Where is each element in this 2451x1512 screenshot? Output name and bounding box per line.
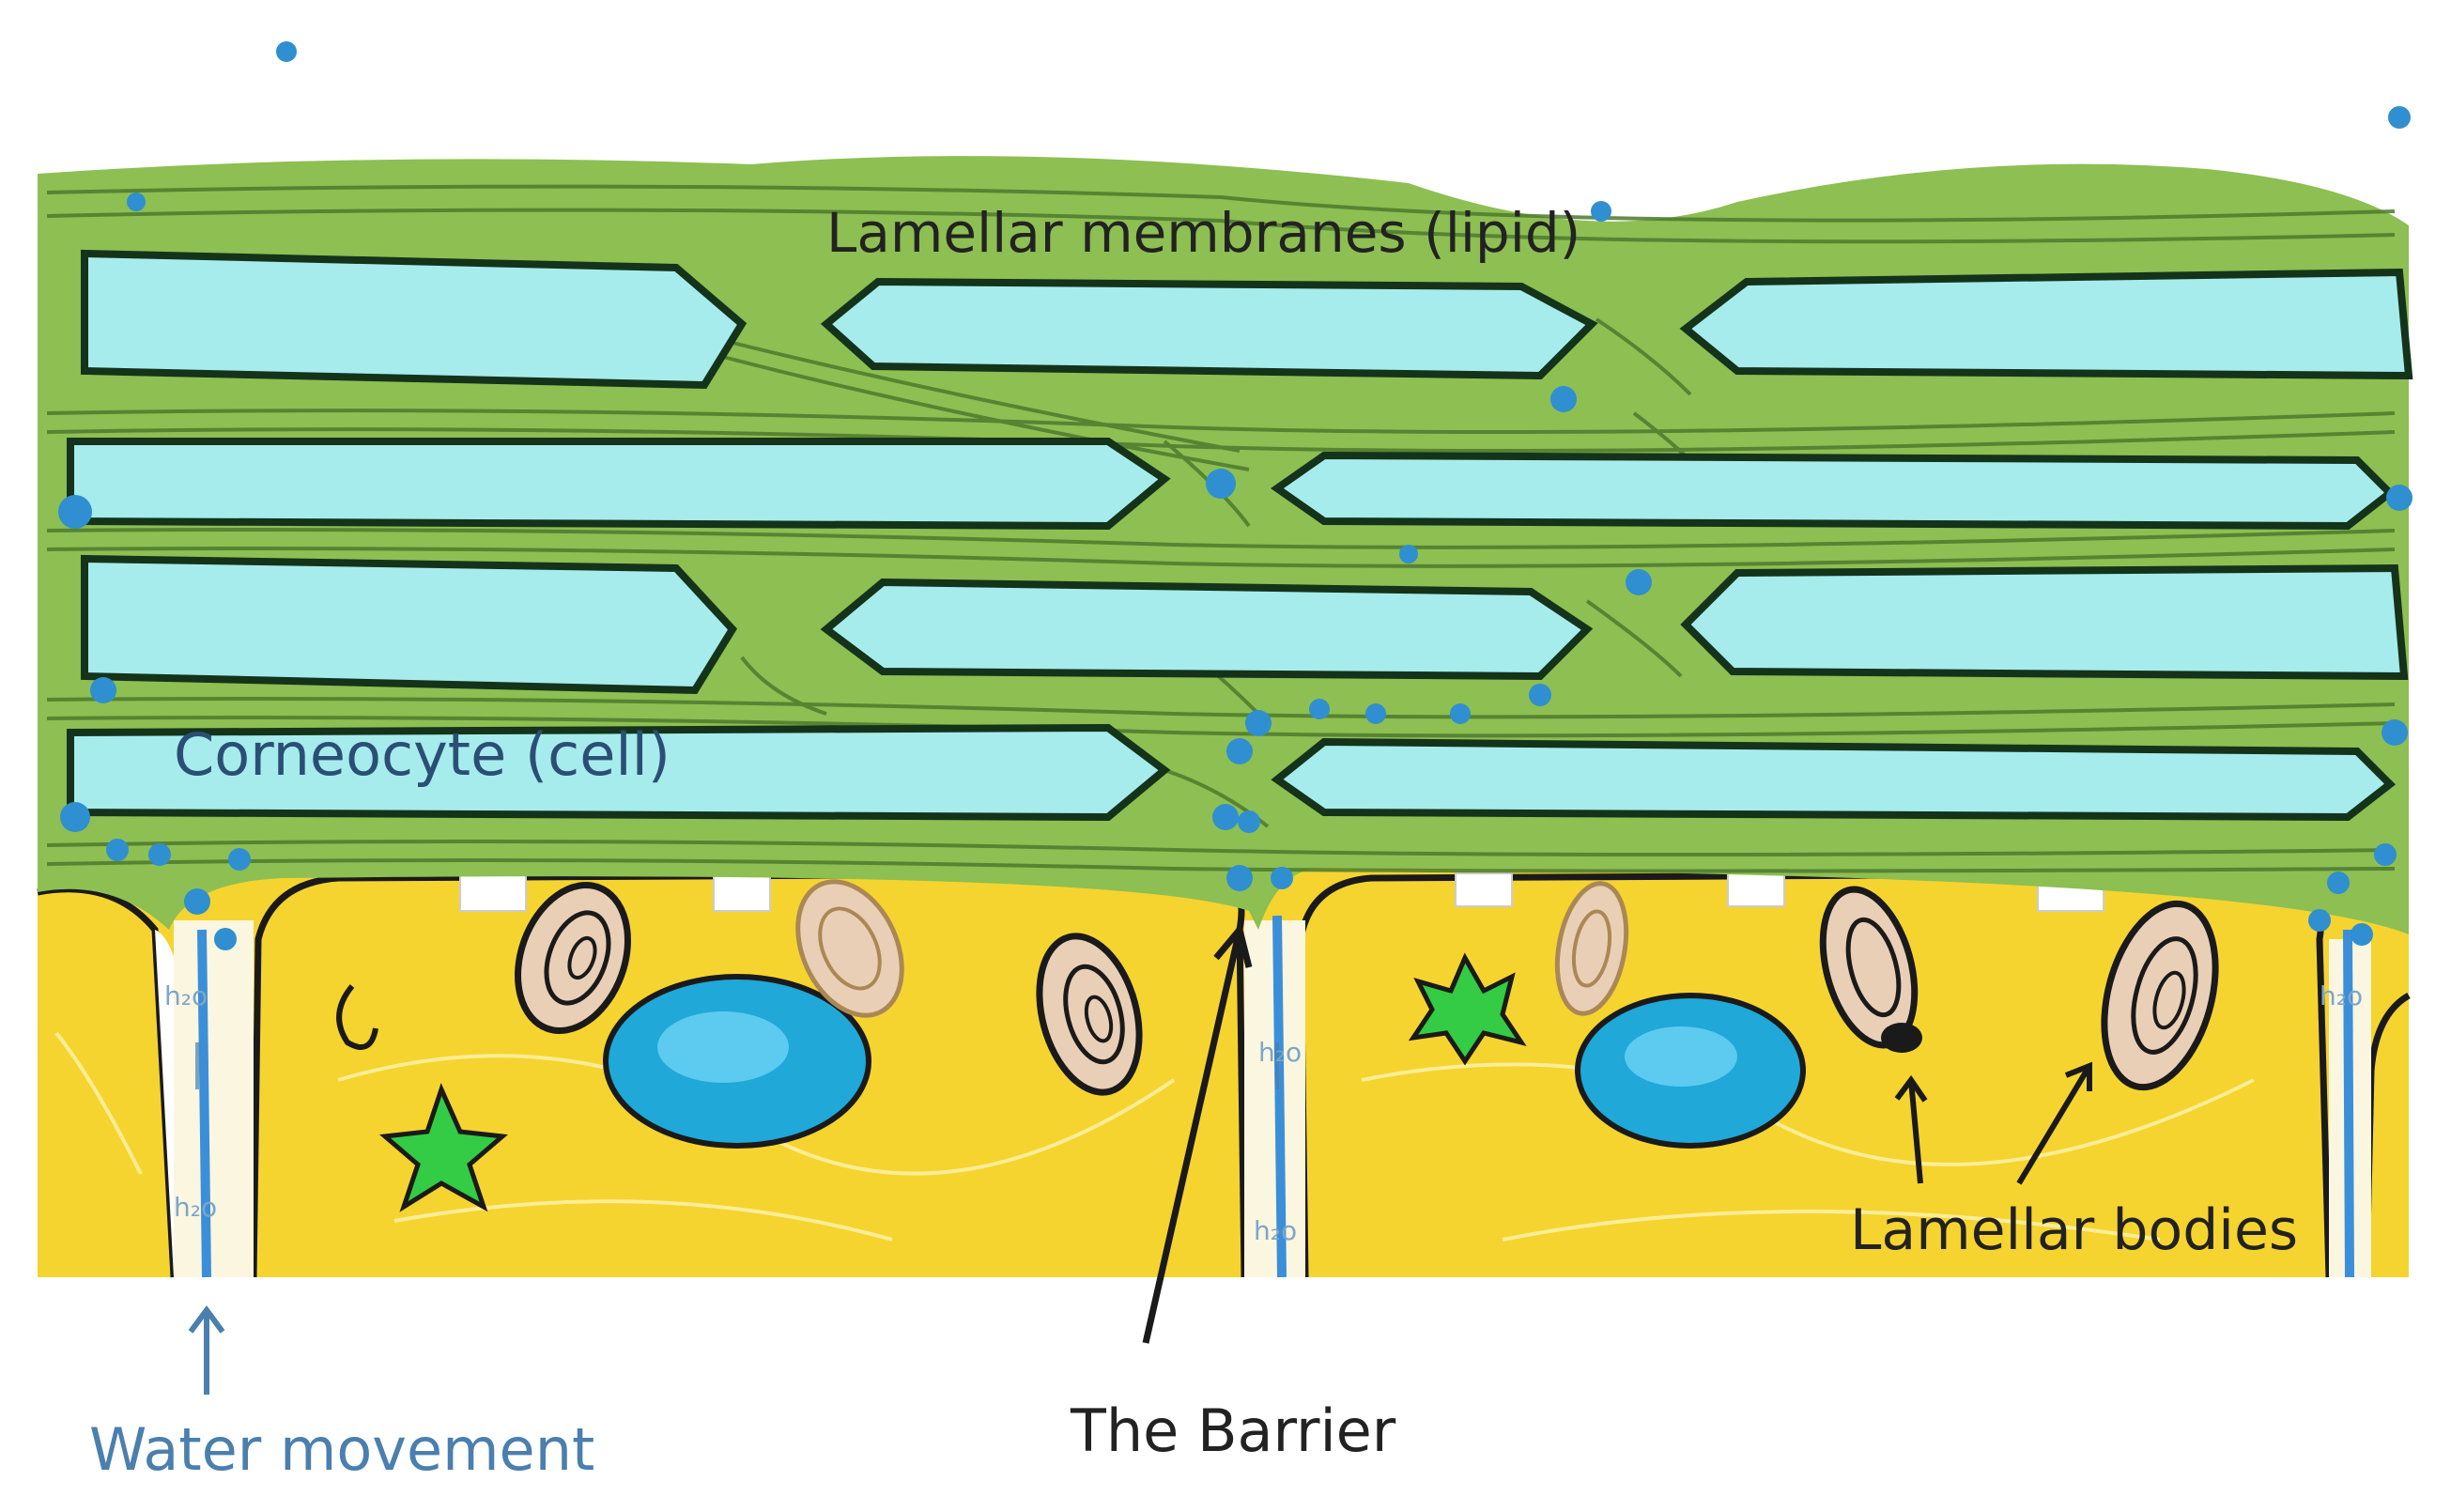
granular-cell-layer [37, 845, 2411, 1278]
corneocyte-row-1 [81, 249, 2413, 390]
water-dot [2327, 872, 2350, 894]
corneocyte [820, 578, 1594, 681]
lamellar-body [515, 882, 631, 1034]
lamellar-body [2101, 900, 2219, 1091]
stratum-corneum [38, 156, 2413, 935]
nucleus-left-highlight [657, 1011, 789, 1083]
water-dot [2388, 106, 2411, 129]
lamellar-body-arrow-2 [2016, 1064, 2092, 1185]
lipid-lamella-lines [46, 184, 2396, 873]
water-dot [1365, 703, 1386, 724]
cell-outline-left [37, 886, 177, 1278]
water-dot [1245, 710, 1272, 736]
water-dot [184, 888, 210, 915]
water-dot [1591, 201, 1611, 222]
corneocyte [81, 249, 748, 390]
water-dot [2382, 719, 2408, 746]
h2o-label: h₂o [1254, 1215, 1297, 1246]
water-dot [228, 848, 251, 871]
lamellar-bodies [515, 879, 2219, 1096]
water-dot [1550, 386, 1577, 412]
label-lamellar-bodies: Lamellar bodies [1850, 1197, 2298, 1263]
secreted-lipid-blocks [459, 872, 2104, 912]
gap-left-fill [174, 920, 254, 1277]
nucleus-right-highlight [1625, 1026, 1737, 1087]
corneocyte [1271, 451, 2397, 531]
label-corneocyte: Corneocyte (cell) [174, 720, 671, 789]
corneocyte [820, 277, 1598, 380]
lamellar-body-arrowhead-1 [1894, 1074, 1928, 1103]
annotation-arrows [188, 922, 2092, 1395]
water-dot [1529, 684, 1551, 706]
lamellar-body-arrow-1 [1908, 1079, 1923, 1184]
lamellar-body [1554, 881, 1629, 1016]
water-dot [58, 495, 92, 529]
water-dot [214, 928, 237, 950]
corneocyte [67, 438, 1171, 531]
water-dot [1626, 569, 1652, 595]
keratohyalin-granule-left [379, 1083, 508, 1212]
water-dot [60, 802, 90, 832]
corneocyte [1679, 268, 2413, 380]
corneocyte-row-4 [67, 723, 2397, 822]
water-dot [1206, 469, 1236, 499]
corneocyte [81, 554, 737, 695]
lamellar-body [1819, 886, 1922, 1053]
water-dot [1271, 867, 1293, 889]
water-dot [106, 839, 129, 861]
water-dot [276, 41, 297, 62]
organelle-hook [336, 984, 378, 1050]
corneocyte-row-2 [67, 438, 2397, 531]
water-dot [1226, 738, 1253, 764]
water-dot [1450, 703, 1471, 724]
water-dot [90, 677, 116, 703]
corneocyte-row-3 [81, 554, 2409, 695]
lamellar-body [795, 879, 904, 1018]
water-dot [1238, 810, 1260, 833]
water-dot [2351, 923, 2373, 946]
water-dot [1212, 804, 1239, 830]
label-the-barrier: The Barrier [1070, 1396, 1396, 1465]
water-dot [1309, 699, 1330, 719]
h2o-label: h₂o [164, 980, 208, 1011]
water-channels [197, 915, 2354, 1278]
cell-outline-right [2363, 992, 2411, 1278]
corneocyte [67, 723, 1171, 822]
lamellar-body-arrowhead-2 [2064, 1061, 2092, 1091]
water-dot [1226, 865, 1253, 891]
label-water-movement: Water movement [89, 1415, 594, 1484]
h2o-label: h₂o [174, 1192, 217, 1223]
water-dot [148, 843, 171, 866]
barrier-arrow [1142, 929, 1243, 1344]
h2o-label: h₂o [2320, 980, 2363, 1011]
corneocyte [1271, 737, 2397, 822]
corneocyte [1680, 563, 2409, 681]
water-molecules [58, 41, 2412, 950]
water-dot [2374, 843, 2397, 866]
water-dot [2386, 485, 2412, 511]
water-dot [127, 193, 146, 211]
barrier-arrowhead [1213, 922, 1253, 968]
water-dot [1399, 545, 1418, 563]
h2o-labels: h₂o h₂o h₂o h₂o h₂o [164, 980, 2363, 1246]
keratohyalin-granule-right [1408, 952, 1527, 1066]
label-lamellar-membranes: Lamellar membranes (lipid) [826, 201, 1580, 265]
water-movement-arrowhead [188, 1304, 225, 1334]
lamellar-body [1036, 933, 1143, 1096]
h2o-label: h₂o [1258, 1037, 1302, 1068]
water-dot [2308, 909, 2331, 932]
